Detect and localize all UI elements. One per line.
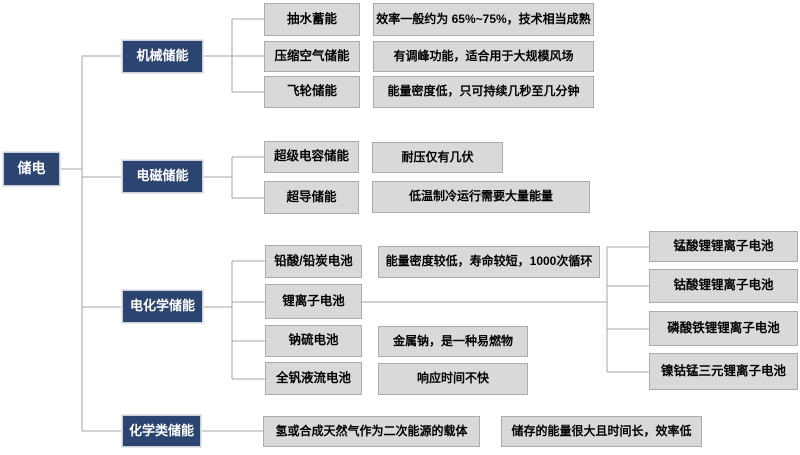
child-node: 氢或合成天然气作为二次能源的载体 — [263, 416, 480, 447]
desc-node: 能量密度低，只可持续几秒至几分钟 — [373, 76, 594, 108]
desc-node: 低温制冷运行需要大量能量 — [372, 181, 590, 213]
desc-node: 耐压仅有几伏 — [372, 142, 503, 173]
child-node: 全钒液流电池 — [265, 362, 362, 395]
branch-node-electrochemical: 电化学储能 — [122, 290, 203, 323]
child-node: 抽水蓄能 — [264, 3, 360, 36]
desc-node: 储存的能量很大且时间长，效率低 — [501, 416, 702, 447]
child-node: 飞轮储能 — [264, 76, 360, 108]
child-node: 压缩空气储能 — [264, 41, 360, 72]
child-node-lithium-ion: 锂离子电池 — [265, 284, 362, 319]
branch-node-electromagnetic: 电磁储能 — [122, 160, 203, 193]
subtype-node: 钴酸锂锂离子电池 — [649, 269, 798, 303]
subtype-node: 磷酸铁锂锂离子电池 — [649, 311, 798, 346]
root-node: 储电 — [3, 152, 60, 186]
connector-path — [60, 18, 649, 432]
branch-node-chemical: 化学类储能 — [122, 415, 201, 447]
desc-node: 响应时间不快 — [378, 363, 528, 395]
desc-node: 金属钠，是一种易燃物 — [378, 326, 528, 357]
subtype-node: 锰酸锂锂离子电池 — [649, 231, 798, 262]
desc-node: 效率一般约为 65%~75%，技术相当成熟 — [373, 3, 594, 36]
child-node: 超级电容储能 — [264, 141, 359, 173]
branch-node-mechanical: 机械储能 — [122, 40, 203, 73]
child-node: 铅酸/铅炭电池 — [265, 245, 362, 278]
desc-node: 有调峰功能，适合用于大规模风场 — [373, 41, 594, 72]
subtype-node: 镍钴锰三元锂离子电池 — [649, 353, 798, 390]
desc-node: 能量密度较低，寿命较短，1000次循环 — [378, 246, 600, 278]
child-node: 钠硫电池 — [265, 325, 362, 357]
child-node: 超导储能 — [264, 181, 359, 214]
